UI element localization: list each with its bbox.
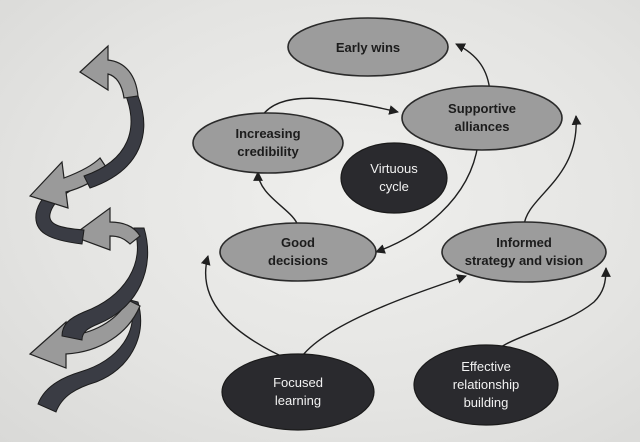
- edge-learning-to-strategy: [297, 274, 467, 363]
- upward-spiral-icon: [28, 44, 149, 413]
- node-virtuous-cycle: Virtuous cycle: [340, 142, 448, 214]
- node-informed-strategy-line1: Informed: [496, 235, 552, 250]
- edge-alliances-to-decisions: [375, 143, 479, 254]
- edge-relationship-to-strategy: [487, 267, 611, 361]
- node-virtuous-cycle-line1: Virtuous: [370, 161, 418, 176]
- node-increasing-credibility-line2: credibility: [237, 144, 299, 159]
- node-effective-relationship-line1: Effective: [461, 359, 511, 374]
- edge-decisions-to-credibility: [253, 171, 299, 227]
- node-effective-relationship: Effective relationship building: [413, 344, 559, 426]
- node-focused-learning-line1: Focused: [273, 375, 323, 390]
- node-increasing-credibility-line1: Increasing: [235, 126, 300, 141]
- node-effective-relationship-line2: relationship: [453, 377, 520, 392]
- node-focused-learning-line2: learning: [275, 393, 321, 408]
- node-good-decisions-line1: Good: [281, 235, 315, 250]
- node-good-decisions: Good decisions: [219, 222, 377, 282]
- node-informed-strategy-line2: strategy and vision: [465, 253, 584, 268]
- edge-learning-to-decisions: [200, 255, 295, 363]
- edge-alliances-to-earlywins: [455, 43, 491, 93]
- node-supportive-alliances-line1: Supportive: [448, 101, 516, 116]
- node-focused-learning: Focused learning: [221, 353, 375, 431]
- edge-strategy-to-alliances: [523, 115, 582, 227]
- node-good-decisions-line2: decisions: [268, 253, 328, 268]
- node-virtuous-cycle-line2: cycle: [379, 179, 409, 194]
- node-supportive-alliances: Supportive alliances: [401, 85, 563, 151]
- node-increasing-credibility: Increasing credibility: [192, 112, 344, 174]
- edge-credibility-to-alliances: [261, 97, 399, 117]
- node-early-wins: Early wins: [287, 17, 449, 77]
- node-supportive-alliances-line2: alliances: [455, 119, 510, 134]
- node-early-wins-label: Early wins: [336, 40, 400, 55]
- node-effective-relationship-line3: building: [464, 395, 509, 410]
- node-informed-strategy: Informed strategy and vision: [441, 221, 607, 283]
